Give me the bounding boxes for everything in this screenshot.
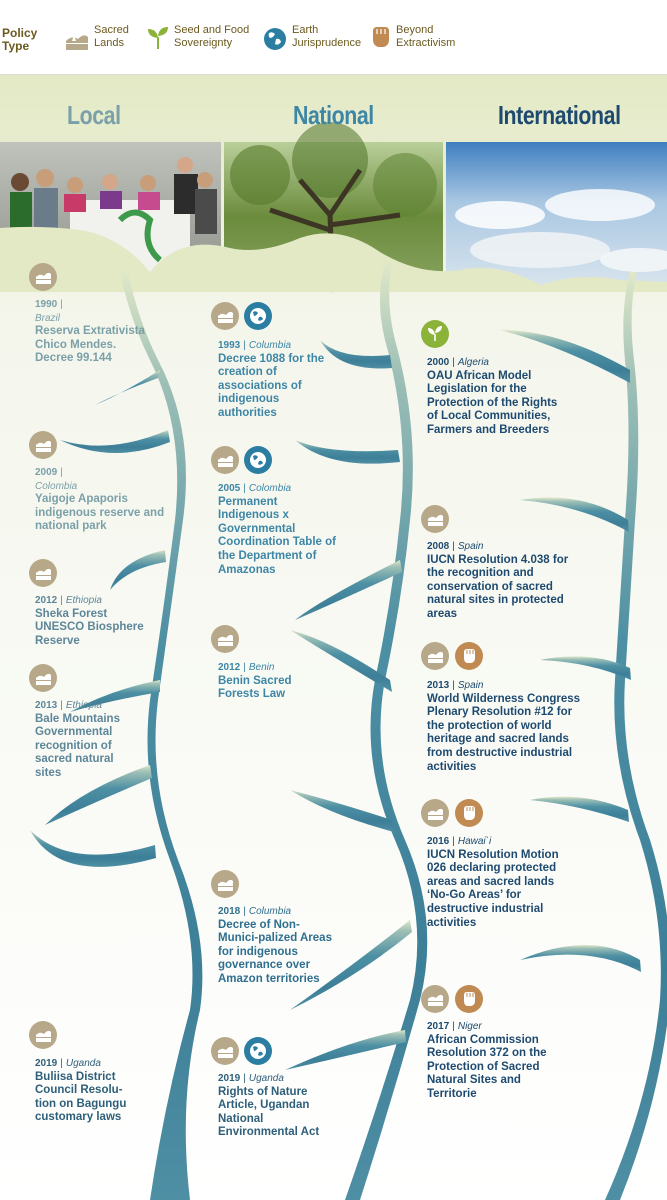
fist-icon xyxy=(455,985,483,1013)
sacred-lands-icon xyxy=(211,870,239,898)
policy-entry: 2013|Spain World Wilderness Congress Ple… xyxy=(427,680,581,773)
policy-entry: 2013|Ethiopia Bale Mountains Governmenta… xyxy=(35,700,120,779)
globe-icon xyxy=(244,302,272,330)
tree-local xyxy=(30,272,203,1200)
seedling-icon xyxy=(421,320,449,348)
policy-entry: 2000|Algeria OAU African Model Legislati… xyxy=(427,357,558,436)
policy-entry: 2005|Colombia Permanent Indigenous x Gov… xyxy=(218,483,336,576)
globe-icon xyxy=(244,1037,272,1065)
policy-entry: 1993|Columbia Decree 1088 for the creati… xyxy=(218,340,325,419)
policy-entry: 2012|Benin Benin Sacred Forests Law xyxy=(218,662,292,701)
policy-entry: 2016|Hawai`i IUCN Resolution Motion 026 … xyxy=(427,836,559,929)
policy-type-legend: Policy Type Sacred Lands Seed and Food S… xyxy=(0,0,667,75)
legend-label-seed-food: Seed and Food Sovereignty xyxy=(174,24,250,49)
sacred-lands-icon xyxy=(211,1037,239,1065)
policy-entry: 2019|Uganda Rights of Nature Article, Ug… xyxy=(218,1073,320,1139)
policy-entry: 2008|Spain IUCN Resolution 4.038 for the… xyxy=(427,541,569,620)
sacred-lands-icon xyxy=(29,559,57,587)
tree-international xyxy=(500,272,667,1200)
fist-icon xyxy=(373,27,389,47)
sacred-lands-icon xyxy=(211,302,239,330)
tree-national xyxy=(285,262,428,1200)
globe-icon xyxy=(264,28,286,50)
policy-entry: 1990|Brazil Reserva Extrativista Chico M… xyxy=(35,299,145,365)
column-header-local: Local xyxy=(67,100,121,130)
legend-title: Policy Type xyxy=(2,26,38,53)
sacred-lands-icon xyxy=(421,505,449,533)
column-header-national: National xyxy=(293,100,374,130)
sacred-lands-icon xyxy=(29,263,57,291)
policy-entry: 2009|Colombia Yaigoje Apaporis indigenou… xyxy=(35,467,165,533)
sacred-lands-icon xyxy=(421,799,449,827)
policy-entry: 2018|Columbia Decree of Non-Munici-paliz… xyxy=(218,906,332,985)
legend-label-sacred-lands: Sacred Lands xyxy=(94,24,129,49)
globe-icon xyxy=(244,446,272,474)
sacred-lands-icon xyxy=(211,625,239,653)
sacred-lands-icon xyxy=(421,985,449,1013)
sacred-lands-icon xyxy=(29,664,57,692)
legend-label-earth-jurisprudence: Earth Jurisprudence xyxy=(292,24,362,49)
sacred-lands-icon xyxy=(29,431,57,459)
sacred-lands-icon xyxy=(421,642,449,670)
sacred-lands-icon xyxy=(29,1021,57,1049)
policy-entry: 2017|Niger African Commission Resolution… xyxy=(427,1021,547,1100)
fist-icon xyxy=(455,799,483,827)
policy-entry: 2012|Ethiopia Sheka Forest UNESCO Biosph… xyxy=(35,595,144,647)
policy-entry: 2019|Uganda Buliisa District Council Res… xyxy=(35,1058,127,1124)
legend-label-beyond-extractivism: Beyond Extractivism xyxy=(396,24,456,49)
column-header-international: International xyxy=(498,100,621,130)
fist-icon xyxy=(455,642,483,670)
seedling-icon xyxy=(148,27,168,49)
sacred-lands-icon xyxy=(211,446,239,474)
photo-international-clouds xyxy=(446,142,667,292)
sacred-lands-icon xyxy=(66,35,88,50)
